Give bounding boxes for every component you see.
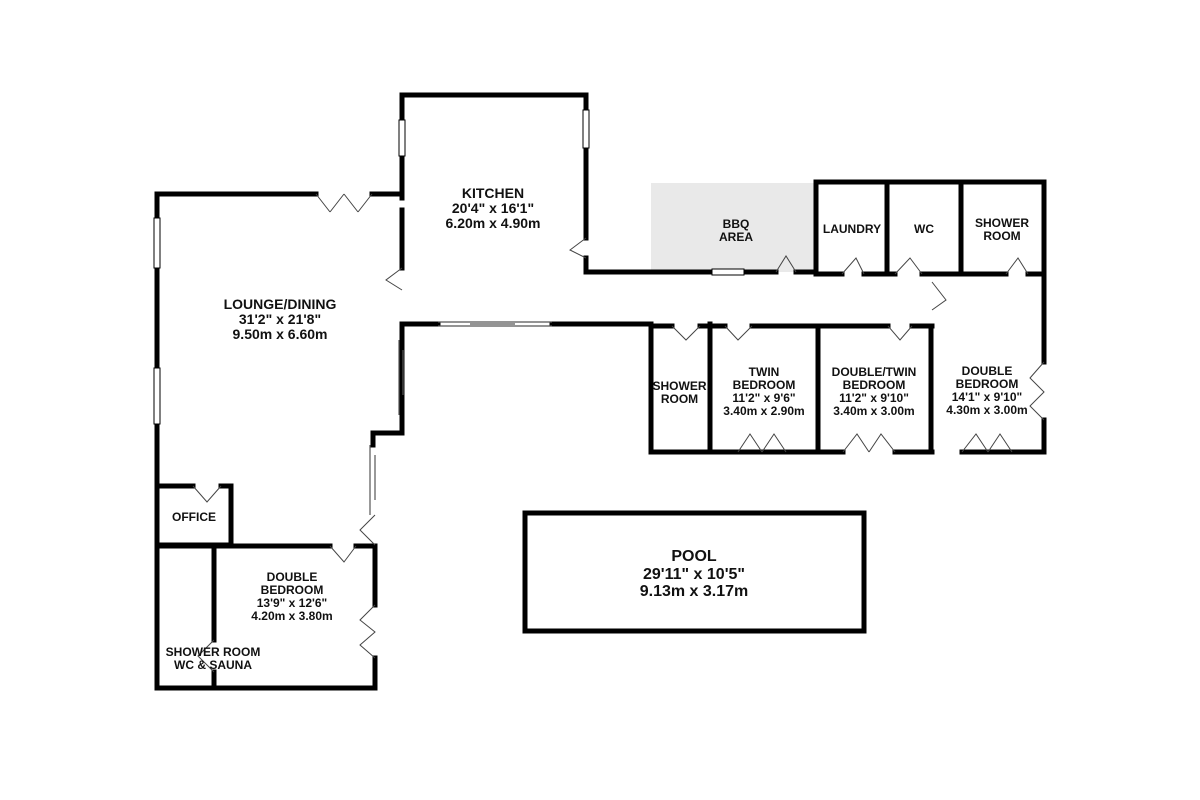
shower-room-top-label: SHOWER ROOM bbox=[963, 217, 1041, 243]
office-name: OFFICE bbox=[172, 510, 216, 524]
pool-dim-metric: 9.13m x 3.17m bbox=[639, 583, 749, 601]
wc-name: WC bbox=[914, 222, 934, 236]
double-twin-dim-imperial: 11'2" x 9'10" bbox=[839, 390, 909, 405]
shower-sauna-line1: SHOWER ROOM bbox=[165, 645, 261, 659]
double-twin-bedroom-label: DOUBLE/TWIN BEDROOM 11'2" x 9'10" 3.40m … bbox=[818, 366, 930, 418]
pool-dim-imperial: 29'11" x 10'5" bbox=[643, 565, 745, 583]
twin-dim-imperial: 11'2" x 9'6" bbox=[732, 390, 796, 405]
door-swings bbox=[192, 193, 1045, 673]
bbq-line2: AREA bbox=[718, 229, 753, 244]
laundry-label: LAUNDRY bbox=[818, 223, 886, 236]
double-left-dim-imperial: 13'9" x 12'6" bbox=[256, 595, 328, 610]
double-right-line1: DOUBLE bbox=[961, 364, 1013, 378]
double-left-line1: DOUBLE bbox=[266, 570, 318, 584]
walls bbox=[154, 92, 1047, 691]
shower-top-line2: ROOM bbox=[983, 228, 1021, 243]
double-twin-line2: BEDROOM bbox=[842, 377, 906, 392]
kitchen-name: KITCHEN bbox=[461, 185, 525, 201]
lounge-dining-dim-metric: 9.50m x 6.60m bbox=[232, 326, 328, 343]
shower-mid-line2: ROOM bbox=[660, 391, 699, 406]
windows bbox=[153, 109, 745, 425]
wc-label: WC bbox=[889, 223, 959, 236]
twin-line1: TWIN bbox=[748, 365, 780, 379]
double-bedroom-left-label: DOUBLE BEDROOM 13'9" x 12'6" 4.20m x 3.8… bbox=[232, 571, 352, 623]
double-right-line2: BEDROOM bbox=[955, 376, 1019, 391]
office-label: OFFICE bbox=[160, 511, 228, 524]
double-left-line2: BEDROOM bbox=[260, 582, 324, 597]
sliding-doors bbox=[369, 321, 552, 515]
kitchen-dim-imperial: 20'4" x 16'1" bbox=[451, 200, 535, 217]
laundry-name: LAUNDRY bbox=[822, 222, 882, 236]
double-twin-line1: DOUBLE/TWIN bbox=[831, 365, 917, 379]
pool-outline bbox=[522, 510, 867, 634]
lounge-dining-dim-imperial: 31'2" x 21'8" bbox=[238, 311, 322, 328]
shower-sauna-label: SHOWER ROOM WC & SAUNA bbox=[160, 646, 266, 672]
twin-line2: BEDROOM bbox=[732, 377, 796, 392]
shower-mid-line1: SHOWER bbox=[652, 379, 707, 393]
shower-top-line1: SHOWER bbox=[975, 216, 1029, 230]
double-left-dim-metric: 4.20m x 3.80m bbox=[251, 608, 333, 623]
lounge-dining-name: LOUNGE/DINING bbox=[223, 296, 337, 312]
bbq-area-label: BBQ AREA bbox=[696, 218, 776, 244]
double-bedroom-right-label: DOUBLE BEDROOM 14'1" x 9'10" 4.30m x 3.0… bbox=[934, 365, 1040, 417]
kitchen-label: KITCHEN 20'4" x 16'1" 6.20m x 4.90m bbox=[418, 185, 568, 232]
twin-dim-metric: 3.40m x 2.90m bbox=[723, 403, 805, 418]
pool-name: POOL bbox=[671, 548, 717, 565]
shower-room-mid-label: SHOWER ROOM bbox=[651, 380, 708, 406]
double-right-dim-imperial: 14'1" x 9'10" bbox=[951, 389, 1023, 404]
shower-sauna-line2: WC & SAUNA bbox=[174, 657, 252, 672]
pool-label: POOL 29'11" x 10'5" 9.13m x 3.17m bbox=[594, 548, 794, 601]
twin-bedroom-label: TWIN BEDROOM 11'2" x 9'6" 3.40m x 2.90m bbox=[712, 366, 816, 418]
lounge-dining-label: LOUNGE/DINING 31'2" x 21'8" 9.50m x 6.60… bbox=[200, 296, 360, 343]
bbq-line1: BBQ bbox=[722, 217, 750, 231]
double-right-dim-metric: 4.30m x 3.00m bbox=[946, 402, 1028, 417]
kitchen-dim-metric: 6.20m x 4.90m bbox=[445, 215, 541, 232]
double-twin-dim-metric: 3.40m x 3.00m bbox=[833, 403, 915, 418]
